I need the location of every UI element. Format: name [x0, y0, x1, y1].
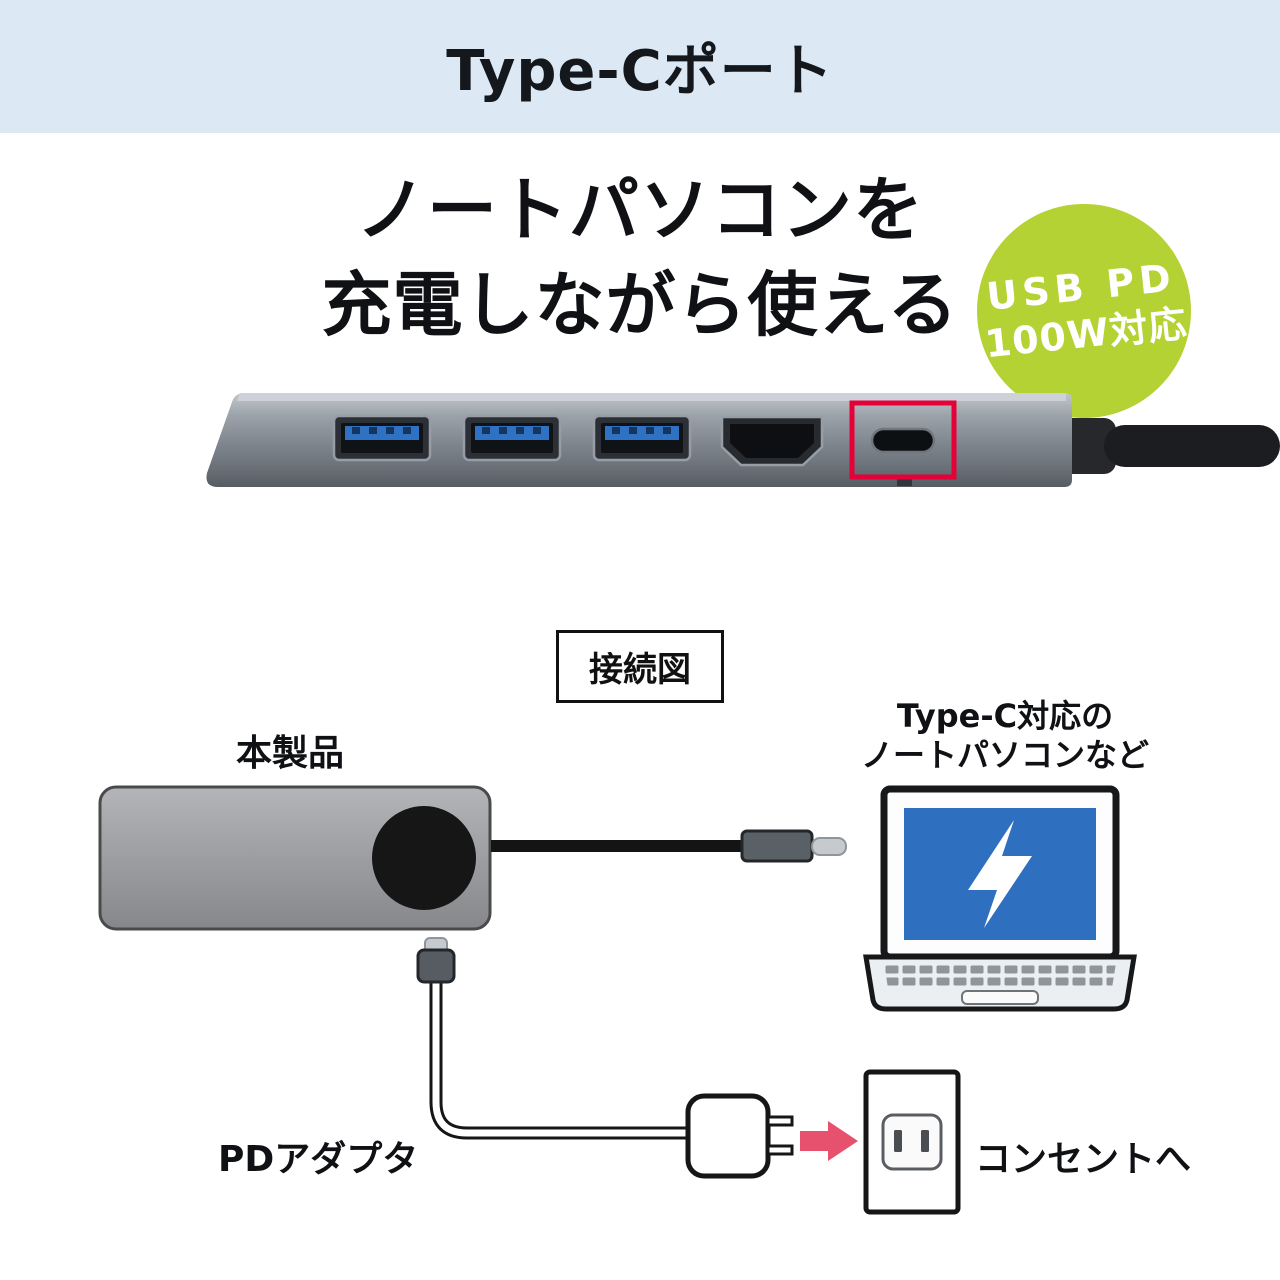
usb-a-port-2	[462, 414, 562, 462]
connection-diagram-title: 接続図	[556, 630, 724, 703]
pd-cable	[416, 937, 688, 1140]
usb-c-highlight-box	[849, 400, 957, 480]
header-banner: Type-Cポート	[0, 0, 1280, 133]
laptop-label-line2: ノートパソコンなど	[860, 736, 1149, 774]
lightning-bolt-icon	[968, 820, 1032, 928]
page-title: Type-Cポート	[446, 39, 834, 104]
laptop-trackpad	[961, 990, 1039, 1005]
laptop-label-line1: Type-C対応の	[896, 697, 1114, 735]
usb-c-plug-icon	[740, 829, 814, 863]
hub-photo	[206, 393, 1280, 487]
laptop-label: Type-C対応の ノートパソコンなど	[835, 697, 1175, 775]
power-cable	[1058, 418, 1280, 474]
outlet-label: コンセントへ	[975, 1139, 1192, 1180]
usb-c-plug-down	[416, 948, 456, 984]
hub-notch	[897, 476, 912, 486]
headline-line2: 充電しながら使える	[321, 264, 959, 346]
pd-adapter-icon	[685, 1093, 794, 1179]
product-label: 本製品	[235, 733, 344, 774]
connection-diagram	[98, 785, 1137, 1215]
usb-a-port-1	[332, 414, 432, 462]
usb-c-port	[870, 427, 936, 454]
usb-pd-badge: USB PD 100W対応	[977, 204, 1191, 418]
adapter-label: PDアダプタ	[218, 1139, 419, 1180]
usb-c-plug-tip	[811, 837, 847, 856]
usb-c-cable-to-laptop	[491, 829, 847, 863]
laptop-icon	[863, 785, 1137, 1012]
headline-line1: ノートパソコンを	[356, 169, 924, 251]
hdmi-port	[720, 415, 824, 467]
product-hub-icon	[98, 785, 492, 931]
arrow-icon	[800, 1121, 858, 1161]
laptop-keyboard	[884, 963, 1116, 988]
headline: ノートパソコンを 充電しながら使える	[0, 163, 1280, 353]
outlet-icon	[863, 1069, 961, 1215]
hub-top-highlight	[237, 393, 1066, 401]
usb-a-port-3	[592, 414, 692, 462]
